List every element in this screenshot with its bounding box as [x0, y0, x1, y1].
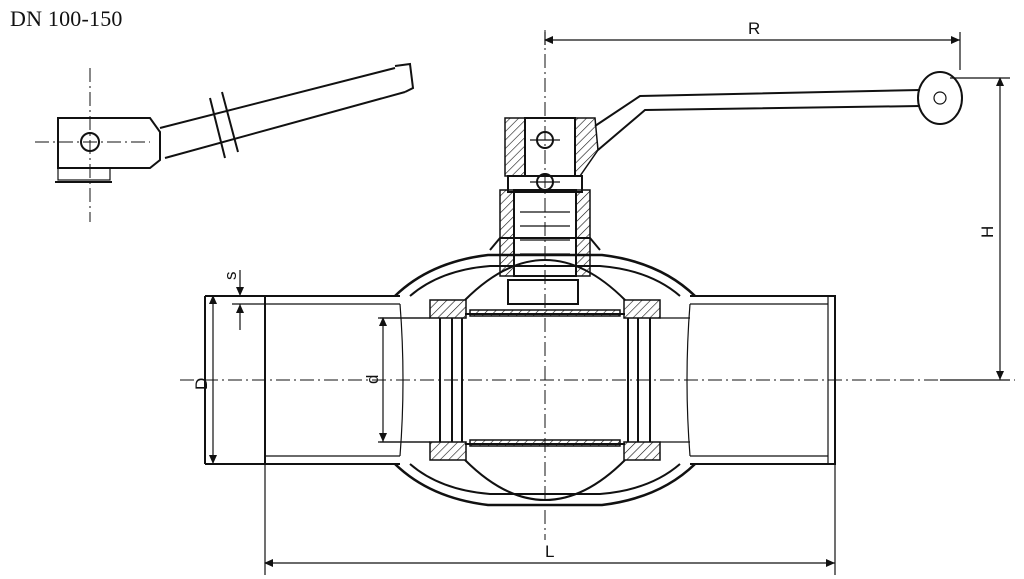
dimension-L: L	[264, 464, 836, 575]
dimension-D: D	[192, 295, 225, 465]
dimension-H-label: H	[978, 226, 997, 238]
dimension-R-label: R	[748, 19, 760, 38]
dimension-d: d	[363, 317, 430, 443]
dimension-H: H	[940, 77, 1010, 381]
handle-detail-view	[35, 62, 415, 222]
dimension-D-label: D	[192, 378, 211, 390]
dimension-R: R	[544, 19, 961, 70]
valve-body	[204, 253, 836, 507]
dimension-d-label: d	[363, 375, 382, 384]
dimension-s: s	[221, 270, 265, 330]
drawing-title: DN 100-150	[10, 6, 123, 31]
dimension-L-label: L	[545, 542, 554, 561]
lever-handle	[594, 71, 963, 151]
stem-assembly	[489, 117, 601, 305]
dimension-s-label: s	[221, 272, 240, 281]
